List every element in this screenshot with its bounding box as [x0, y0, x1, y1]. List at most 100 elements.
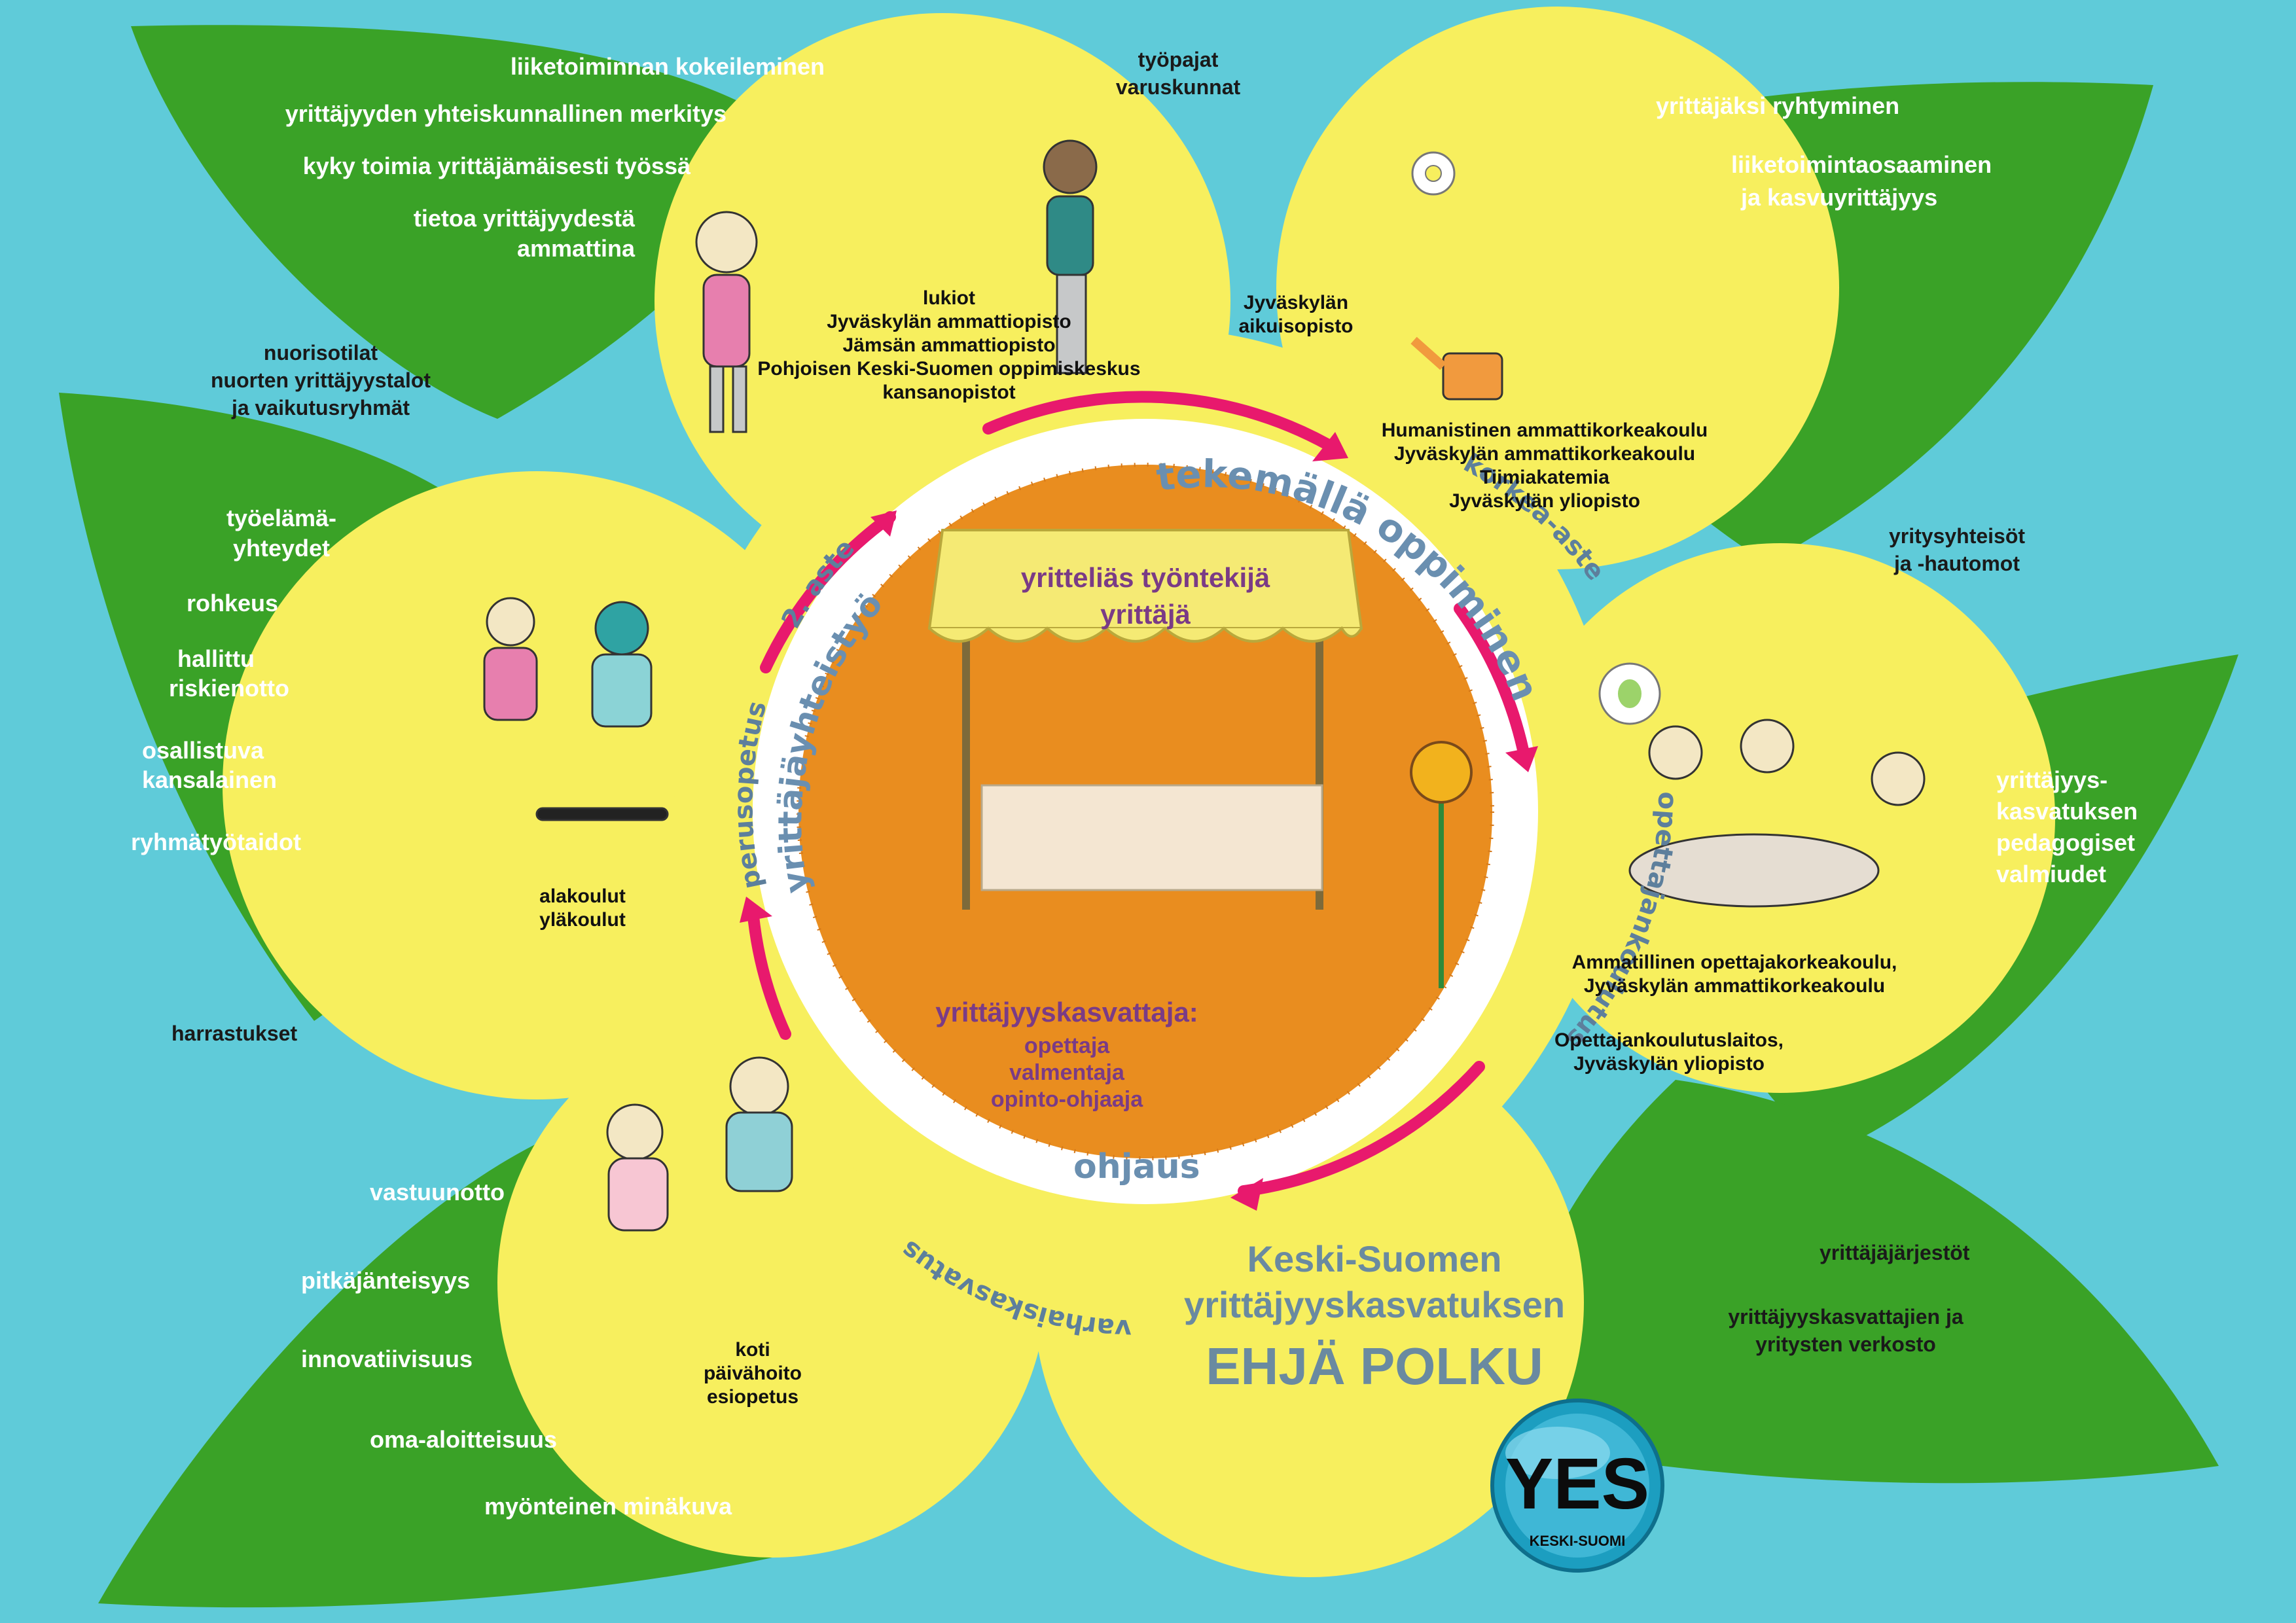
educator-role: valmentaja: [1009, 1060, 1124, 1085]
meeting-table: [1628, 719, 1926, 908]
institutions-opettajankoulutus-1: Ammatillinen opettajakorkeakoulu, Jyväsk…: [1538, 951, 1931, 998]
leaf-label-ammattina: ammattina: [516, 235, 635, 262]
gardener-figure: [1043, 139, 1098, 374]
institution-item: Jyväskylän yliopisto: [1449, 490, 1640, 512]
leaf-label-kasvatuksen: kasvatuksen: [1996, 798, 2138, 825]
institution-item: Jyväskylän ammattiopisto: [827, 311, 1071, 332]
outer-label-harrastukset: harrastukset: [171, 1022, 298, 1045]
leaf-label-osallistuva: osallistuva: [141, 737, 264, 764]
leaf-label-pitkajanteisyys: pitkäjänteisyys: [301, 1267, 471, 1294]
institution-item: Humanistinen ammattikorkeakoulu: [1381, 419, 1708, 441]
sunflower: [1410, 741, 1473, 988]
leaf-label-yhteydet: yhteydet: [232, 535, 331, 562]
arrow-right: [1454, 603, 1531, 765]
institutions-perusopetus: alakoulut yläkoulut: [511, 885, 655, 932]
title-line-1: Keski-Suomen: [1247, 1238, 1502, 1279]
institution-item: Opettajankoulutuslaitos,: [1554, 1029, 1784, 1051]
leaf-label-kansalainen: kansalainen: [141, 766, 278, 793]
leaf-label-oma-aloitteisuus: oma-aloitteisuus: [370, 1426, 558, 1453]
center-disc-speckle: [797, 463, 1494, 1160]
arrow-top: [982, 391, 1335, 451]
outer-label-vaikutusryhmat: ja vaikutusryhmät: [231, 396, 410, 419]
institutions-korkea-aste: Humanistinen ammattikorkeakoulu Jyväskyl…: [1361, 419, 1728, 513]
leaf-label-kasvuyrittajyys: ja kasvuyrittäjyys: [1741, 184, 1938, 211]
leaf-label-liiketoiminnan: liiketoiminnan kokeileminen: [510, 53, 825, 80]
running-kids: [483, 597, 669, 821]
institutions-toinen-aste: lukiot Jyväskylän ammattiopisto Jämsän a…: [720, 287, 1178, 404]
outer-label-varuskunnat: varuskunnat: [1115, 75, 1241, 99]
leaf-label-hallittu: hallittu: [177, 645, 255, 672]
yes-logo-sub: KESKI-SUOMI: [1530, 1533, 1626, 1549]
leaf-label-merkitys: yrittäjyyden yhteiskunnallinen merkitys: [285, 100, 726, 127]
institutions-opettajankoulutus-2: Opettajankoulutuslaitos, Jyväskylän ylio…: [1532, 1029, 1806, 1076]
institution-item: Jyväskylän yliopisto: [1573, 1053, 1765, 1075]
outer-label-hautomot: ja -hautomot: [1894, 552, 2020, 575]
leaf-label-ryhmatyo: ryhmätyötaidot: [130, 829, 302, 855]
leaf-label-yrittajyys: yrittäjyys-: [1996, 766, 2108, 793]
cycle-arrows: [747, 391, 1531, 1197]
leaf-label-minakuva: myönteinen minäkuva: [484, 1493, 732, 1520]
outer-label-tyopajat: työpajat: [1138, 48, 1219, 71]
yes-logo-word: YES: [1505, 1444, 1649, 1524]
institutions-varhaiskasvatus: koti päivähoito esiopetus: [681, 1338, 825, 1409]
outer-label-yritysyhteisot: yritysyhteisöt: [1888, 524, 2026, 548]
child-figure-icon: [695, 211, 758, 433]
institutions-aikuisopisto: Jyväskylän aikuisopisto: [1217, 291, 1374, 338]
institution-item: Tiimiakatemia: [1480, 467, 1609, 488]
outer-label-verkosto-1: yrittäjyyskasvattajien ja: [1728, 1305, 1964, 1329]
leaf-label-kyky: kyky toimia yrittäjämäisesti työssä: [302, 152, 691, 179]
lightbulb-icon: [1598, 662, 1661, 725]
arrow-bottom-right: [1238, 1061, 1485, 1197]
leaf-label-riskienotto: riskienotto: [168, 675, 290, 702]
flower-icon: [1411, 151, 1456, 196]
institution-item: Jyväskylän: [1243, 292, 1349, 313]
leaf-label-liiketoimintaosaaminen: liiketoimintaosaaminen: [1731, 151, 1992, 178]
market-stall: [927, 529, 1363, 910]
outer-label-yrittajajarjestot: yrittäjäjärjestöt: [1820, 1241, 1970, 1264]
institution-item: päivähoito: [703, 1363, 802, 1384]
ring-big-ohjaus: ohjaus: [1073, 1147, 1200, 1186]
center-educator-roles: opettaja valmentaja opinto-ohjaaja: [936, 1033, 1198, 1113]
leaf-top-left: [131, 25, 805, 419]
outer-label-verkosto-2: yritysten verkosto: [1755, 1332, 1936, 1356]
leaf-label-tyoelama: työelämä-: [226, 505, 337, 531]
institution-item: Jämsän ammattiopisto: [842, 334, 1056, 356]
institution-item: lukiot: [923, 287, 975, 309]
center-role-2: yrittäjä: [1100, 599, 1191, 630]
educator-role: opinto-ohjaaja: [990, 1086, 1143, 1112]
petal-left: [223, 471, 851, 1099]
leaf-bottom-right: [1492, 1080, 2219, 1484]
outer-label-nuorisotilat: nuorisotilat: [263, 341, 378, 365]
institution-item: kansanopistot: [882, 382, 1016, 403]
leaf-label-pedagogiset: pedagogiset: [1996, 829, 2136, 856]
yes-logo: YES KESKI-SUOMI: [1479, 1394, 1676, 1577]
institution-item: esiopetus: [706, 1386, 799, 1408]
leaf-label-innovatiivisuus: innovatiivisuus: [301, 1346, 473, 1372]
title-line-3: EHJÄ POLKU: [1206, 1337, 1543, 1395]
arrow-left: [760, 511, 896, 673]
leaf-label-tietoa: tietoa yrittäjyydestä: [413, 205, 635, 232]
institution-item: koti: [735, 1339, 770, 1361]
center-role-1: yritteliäs työntekijä: [1020, 562, 1270, 593]
institution-item: Pohjoisen Keski-Suomen oppimiskeskus: [757, 358, 1141, 380]
institution-item: alakoulut: [539, 885, 626, 907]
leaf-label-yrittajaksi: yrittäjäksi ryhtyminen: [1656, 92, 1900, 119]
institution-item: aikuisopisto: [1238, 315, 1354, 337]
outer-label-yrittajystalot: nuorten yrittäjyystalot: [210, 368, 431, 392]
institution-item: Jyväskylän ammattikorkeakoulu: [1393, 443, 1696, 465]
leaf-label-vastuunotto: vastuunotto: [370, 1179, 505, 1205]
center-educator-title: yrittäjyyskasvattaja:: [935, 997, 1198, 1027]
educator-role: opettaja: [1024, 1033, 1110, 1058]
arrow-bottom-left: [747, 904, 791, 1040]
toddlers: [606, 1056, 793, 1232]
watering-can-icon: [1410, 336, 1503, 401]
institution-item: Jyväskylän ammattikorkeakoulu: [1583, 975, 1886, 997]
title-line-2: yrittäjyyskasvatuksen: [1183, 1284, 1566, 1325]
institution-item: Ammatillinen opettajakorkeakoulu,: [1571, 952, 1897, 973]
leaf-label-rohkeus: rohkeus: [186, 590, 279, 616]
leaf-label-valmiudet: valmiudet: [1996, 861, 2107, 887]
institution-item: yläkoulut: [539, 909, 626, 931]
arrow-heads: [740, 432, 1538, 1211]
